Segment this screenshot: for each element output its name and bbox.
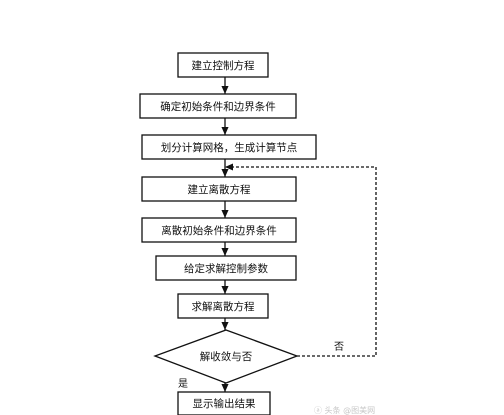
yes-label: 是 — [178, 378, 188, 390]
step-4-label: 建立离散方程 — [188, 183, 251, 196]
step-6-box: 给定求解控制参数 — [155, 255, 297, 281]
decision-label: 解收敛与否 — [200, 350, 253, 363]
step-7-box: 求解离散方程 — [177, 293, 269, 319]
step-5-label: 离散初始条件和边界条件 — [161, 224, 277, 237]
output-label: 显示输出结果 — [193, 397, 256, 410]
step-1-box: 建立控制方程 — [177, 52, 269, 78]
step-3-box: 划分计算网格，生成计算节点 — [141, 134, 317, 160]
decision-diamond: 解收敛与否 — [153, 329, 299, 384]
step-2-box: 确定初始条件和边界条件 — [139, 93, 297, 119]
step-7-label: 求解离散方程 — [192, 300, 255, 313]
output-box: 显示输出结果 — [177, 391, 271, 415]
watermark: ⓐ 头条 @图美网 — [314, 405, 375, 415]
step-2-label: 确定初始条件和边界条件 — [160, 100, 276, 113]
no-label: 否 — [334, 341, 344, 353]
step-6-label: 给定求解控制参数 — [184, 262, 268, 275]
step-4-box: 建立离散方程 — [141, 176, 297, 202]
step-1-label: 建立控制方程 — [192, 59, 255, 72]
step-5-box: 离散初始条件和边界条件 — [141, 217, 297, 243]
step-3-label: 划分计算网格，生成计算节点 — [161, 141, 298, 154]
